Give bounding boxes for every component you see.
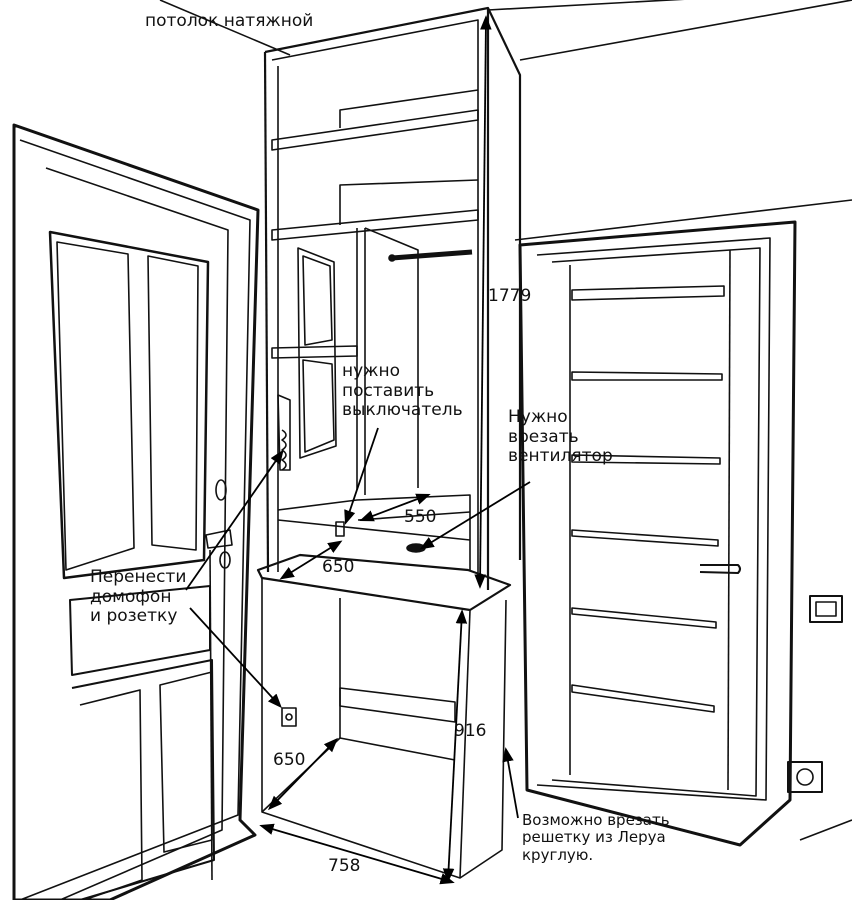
callout-arrow-fan: [419, 481, 531, 550]
callout-arrow-intercom-handset: [185, 449, 284, 591]
label-intercom: Перенести домофон и розетку: [90, 567, 187, 627]
room-lines: [159, 0, 852, 241]
label-intercom-line-3: и розетку: [90, 606, 178, 627]
label-fan-line-3: вентилятор: [508, 446, 613, 467]
label-switch-line-2: поставить: [342, 380, 435, 401]
label-intercom-line-2: домофон: [90, 586, 172, 607]
dim-floor-depth: 650: [273, 750, 306, 770]
dim-arrow-floor-width: [259, 823, 455, 885]
dim-arrow-shelf-depth: [359, 493, 431, 522]
label-grille: Возможно врезать решетку из Леруа круглу…: [522, 811, 670, 864]
dim-arrow-floor-depth: [267, 737, 339, 811]
dim-floor-width: 758: [328, 856, 361, 876]
dim-lower-height: 916: [454, 721, 487, 741]
entrance-door: [12, 123, 260, 900]
callout-arrow-grille: [502, 747, 519, 819]
label-fan: Нужно врезать вентилятор: [508, 407, 613, 467]
wall-fixtures: [281, 595, 852, 841]
interior-door: [518, 220, 797, 847]
label-switch: нужно поставить выключатель: [342, 361, 463, 421]
dim-arrow-lower-height: [442, 609, 468, 883]
label-fan-line-1: Нужно: [508, 407, 568, 427]
dim-arrow-upper-height: [474, 15, 492, 589]
label-intercom-line-1: Перенести: [90, 567, 187, 587]
callout-arrow-intercom-socket: [189, 607, 282, 709]
dim-top-width: 650: [322, 557, 355, 577]
dim-arrow-top-width: [279, 540, 343, 580]
label-fan-line-2: врезать: [508, 426, 579, 447]
label-grille-line-1: Возможно врезать: [522, 811, 670, 829]
label-ceiling: потолок натяжной: [145, 11, 314, 31]
callout-arrow-switch: [344, 427, 379, 525]
dim-shelf-depth: 550: [404, 507, 437, 527]
dim-upper-height: 1779: [488, 286, 532, 306]
label-switch-line-3: выключатель: [342, 400, 463, 421]
label-grille-line-3: круглую.: [522, 845, 594, 864]
label-grille-line-2: решетку из Леруа: [522, 828, 666, 847]
label-switch-line-1: нужно: [342, 361, 401, 381]
